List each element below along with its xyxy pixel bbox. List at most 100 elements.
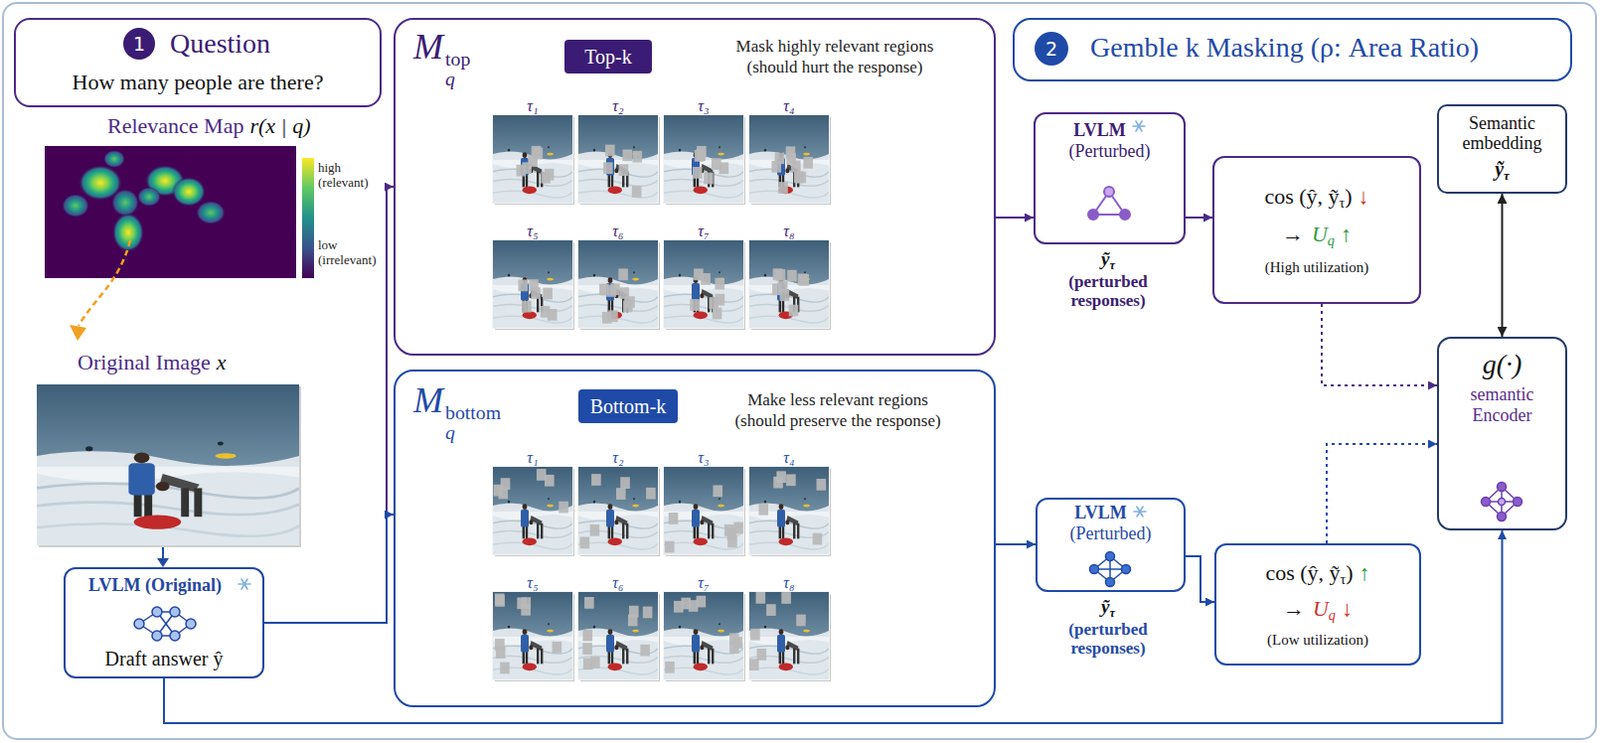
text-line: (perturbed responses)	[1038, 272, 1178, 312]
math-script: topq	[445, 49, 471, 90]
score-text: cos (ŷ, ỹ	[1264, 183, 1339, 209]
text-label: τ	[1109, 258, 1115, 273]
score-text: (High utilization)	[1265, 259, 1370, 276]
score-text: q	[1328, 607, 1336, 624]
masking-panel: MbottomqMake less relevant regions(shoul…	[393, 369, 996, 708]
text-label: (perturbed responses)	[1068, 620, 1147, 659]
embedding-box: Semantic embeddingỹτ	[1437, 104, 1568, 194]
text-line: τ₈	[749, 574, 829, 593]
model-box: LVLM(Perturbed)	[1033, 112, 1186, 245]
question-text: How many people are there?	[72, 69, 324, 95]
masked-thumbnail	[491, 466, 575, 557]
text-label: τ₁	[526, 449, 538, 467]
score-text: ↓	[1358, 183, 1370, 209]
label-group: τ₆	[578, 222, 658, 241]
label-group: τ₁	[492, 449, 573, 468]
text-line: (Perturbed)	[1070, 523, 1152, 545]
label-group: τ₂	[578, 97, 658, 116]
text-line: (perturbed responses)	[1038, 620, 1178, 659]
text-label: τ₂	[612, 97, 624, 115]
math-script: bottomq	[445, 403, 501, 444]
text-line: τ₁	[492, 449, 573, 468]
text-line: Gemble k Masking (ρ: Area Ratio)	[1090, 31, 1479, 64]
label-group: τ₇	[663, 574, 744, 593]
panel-text: (should hurt the response)	[685, 56, 984, 78]
encoder-box: g(·)semantic Encoder	[1437, 336, 1568, 531]
text-label: τ₈	[783, 222, 795, 240]
panel-text: q	[445, 69, 471, 90]
score-box: cos (ŷ, ỹτ)↑→Uq↓(Low utilization)	[1214, 543, 1422, 666]
text-line: Question	[169, 27, 271, 60]
masked-thumbnail	[662, 591, 746, 682]
label-group: Original Imagex	[77, 349, 336, 376]
text-line: Mtopq	[413, 25, 471, 90]
text-line: τ₃	[663, 97, 744, 116]
text-line: 1	[133, 32, 146, 55]
masked-thumbnail	[748, 591, 831, 682]
model-text: LVLM	[1073, 120, 1125, 141]
label-group: τ₅	[492, 222, 573, 241]
text-line: Mask highly relevant regions(should hurt…	[685, 35, 984, 79]
text-line: τ₅	[492, 574, 573, 593]
tag-text: Bottom-k	[590, 395, 667, 418]
text-label: r(x | q)	[249, 113, 311, 139]
panel-text: top	[445, 49, 471, 70]
panel-text: Mask highly relevant regions	[685, 35, 984, 57]
text-label: (perturbed responses)	[1068, 272, 1147, 312]
masked-thumbnail	[662, 239, 746, 330]
connector	[995, 216, 1034, 219]
text-line: τ₆	[578, 574, 658, 593]
score-text: U	[1311, 221, 1328, 247]
model-text: LVLM	[1074, 502, 1126, 523]
score-text: τ	[1340, 571, 1347, 588]
text-label: τ₇	[697, 222, 709, 240]
masked-thumbnail	[748, 114, 831, 205]
text-label: high (relevant)	[318, 160, 369, 190]
text-line: high (relevant)	[318, 160, 382, 191]
question-text: Question	[169, 27, 271, 59]
text-label: τ₁	[526, 97, 538, 115]
model-text: Draft answer ŷ	[105, 647, 224, 670]
masked-thumbnail	[491, 239, 575, 330]
text-label: τ₃	[697, 449, 709, 467]
step-circle: 2	[1034, 31, 1069, 66]
text-line: Original Imagex	[77, 349, 336, 376]
text-line: ỹτ	[1038, 248, 1178, 273]
text-line: τ₁	[492, 97, 573, 116]
selector-tag: Bottom-k	[578, 389, 678, 424]
label-group: τ₈	[749, 222, 829, 241]
masked-thumbnail	[577, 114, 660, 205]
text-line: Draft answer ŷ	[105, 647, 224, 671]
text-line: g(·)	[1482, 348, 1523, 381]
model-box: LVLM(Perturbed)	[1035, 497, 1186, 593]
text-line: τ₆	[578, 222, 658, 241]
connector	[264, 514, 394, 624]
text-line: 2	[1045, 37, 1058, 60]
text-line: τ₂	[578, 97, 658, 116]
score-text: )	[1345, 560, 1353, 586]
text-line: semantic Encoder	[1452, 384, 1553, 426]
score-text: )	[1344, 183, 1352, 209]
text-line: low (irrelevant)	[318, 238, 382, 269]
masking-panel: Mtopq Mask highly relevant regions(should…	[393, 17, 996, 356]
text-line: Bottom-k	[590, 395, 667, 419]
text-label: τ	[1109, 606, 1115, 621]
selector-tag: Top-k	[564, 39, 652, 74]
panel-text: (should preserve the response)	[688, 410, 987, 432]
label-group: ỹτ(perturbed responses)	[1038, 248, 1178, 312]
text-line: (Low utilization)	[1267, 632, 1369, 649]
score-text: ↓	[1341, 596, 1353, 622]
label-group: τ₃	[663, 97, 744, 116]
connector	[1185, 216, 1213, 219]
text-line: τ₅	[492, 222, 573, 241]
connector	[1326, 444, 1438, 544]
text-line: τ₇	[663, 222, 744, 241]
connector	[163, 530, 1503, 724]
text-label: τ₅	[526, 222, 538, 240]
score-text: ↑	[1340, 221, 1352, 247]
section-header: Gemble k Masking (ρ: Area Ratio) 2	[1012, 17, 1573, 82]
panel-text: M	[413, 380, 444, 421]
label-group: ỹτ(perturbed responses)	[1038, 596, 1178, 659]
text-line: ỹτ	[1038, 596, 1178, 621]
